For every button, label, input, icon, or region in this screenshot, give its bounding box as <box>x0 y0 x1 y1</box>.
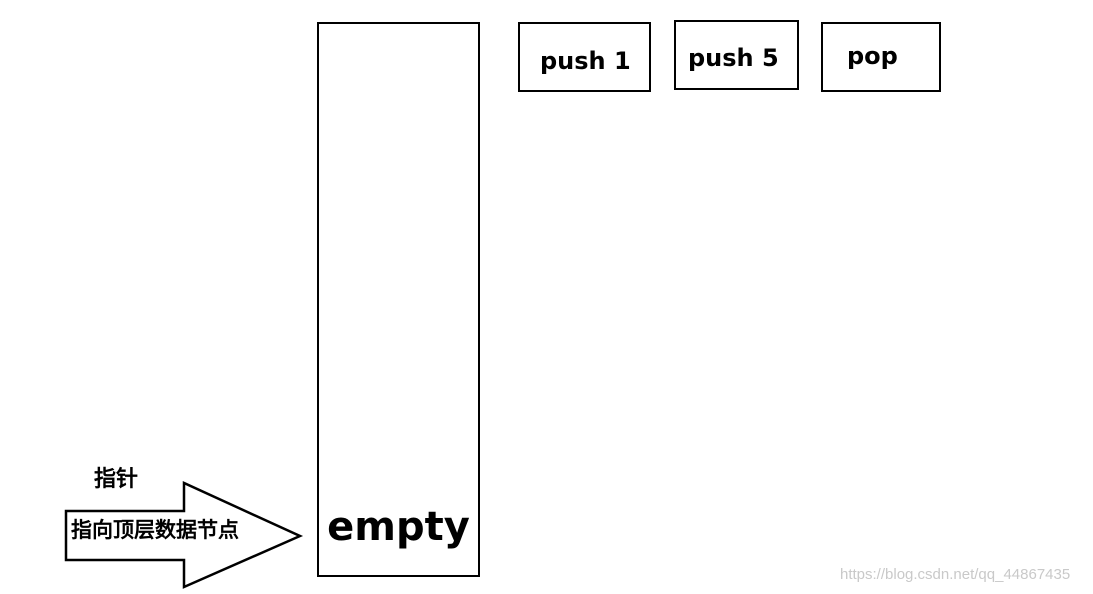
operation-pop-label: pop <box>847 42 898 70</box>
pointer-arrow: 指向顶层数据节点 <box>64 481 304 589</box>
arrow-shape-icon <box>64 481 304 589</box>
operation-push-1: push 1 <box>518 22 651 92</box>
stack-empty-label: empty <box>327 504 470 550</box>
operation-pop: pop <box>821 22 941 92</box>
pointer-label: 指针 <box>94 467 139 492</box>
operation-push-1-label: push 1 <box>540 47 631 75</box>
operation-push-5-label: push 5 <box>688 44 779 72</box>
watermark: https://blog.csdn.net/qq_44867435 <box>840 566 1071 583</box>
stack-container: empty <box>317 22 480 577</box>
pointer-arrow-text: 指向顶层数据节点 <box>71 518 239 542</box>
operation-push-5: push 5 <box>674 20 799 90</box>
